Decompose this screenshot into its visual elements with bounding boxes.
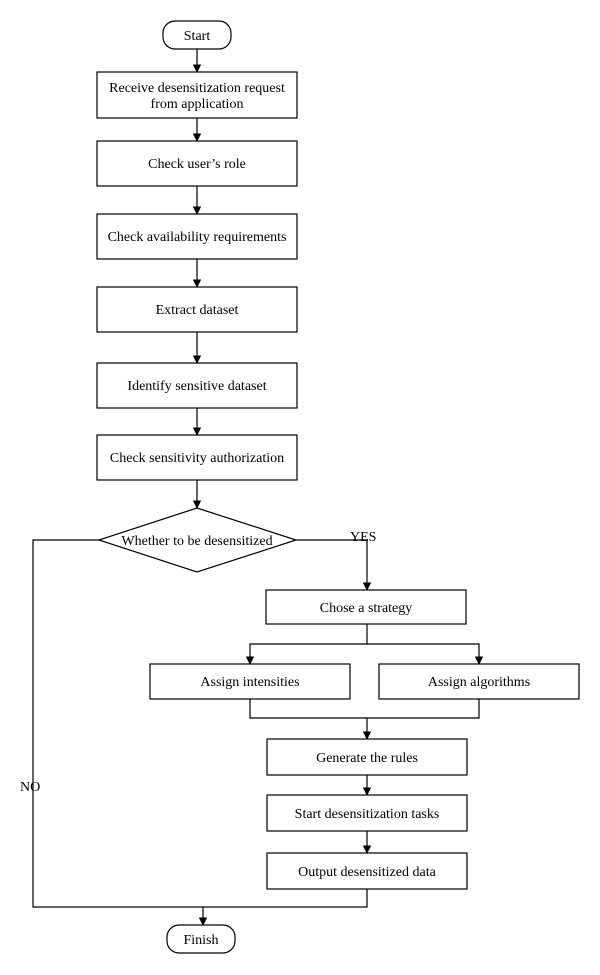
svg-text:Finish: Finish bbox=[183, 933, 218, 948]
svg-text:Generate the rules: Generate the rules bbox=[316, 751, 418, 766]
edge-strategy-split-right bbox=[367, 643, 484, 665]
check-availability-node: Check availability requirements bbox=[96, 213, 298, 260]
finish-node: Finish bbox=[166, 924, 236, 954]
edge-decision-no bbox=[32, 539, 203, 908]
identify-sensitive-node: Identify sensitive dataset bbox=[96, 362, 298, 409]
receive-request-node: Receive desensitization request from app… bbox=[96, 71, 298, 119]
check-role-node: Check user’s role bbox=[96, 140, 298, 187]
svg-text:Assign algorithms: Assign algorithms bbox=[428, 675, 530, 690]
svg-text:Output desensitized data: Output desensitized data bbox=[298, 865, 436, 880]
svg-text:from application: from application bbox=[151, 97, 244, 112]
edge-strategy-split bbox=[245, 624, 368, 665]
edge-output-finish bbox=[198, 889, 368, 926]
extract-dataset-node: Extract dataset bbox=[96, 286, 298, 333]
edge-label-no: NO bbox=[20, 780, 40, 795]
svg-text:Assign intensities: Assign intensities bbox=[200, 675, 299, 690]
choose-strategy-node: Chose a strategy bbox=[265, 589, 467, 625]
svg-text:Start: Start bbox=[184, 29, 211, 44]
generate-rules-node: Generate the rules bbox=[266, 738, 468, 776]
assign-intensities-node: Assign intensities bbox=[149, 663, 351, 700]
check-sensitivity-node: Check sensitivity authorization bbox=[96, 434, 298, 481]
start-tasks-node: Start desensitization tasks bbox=[266, 794, 468, 832]
edge-merge bbox=[249, 699, 480, 719]
svg-text:Identify sensitive dataset: Identify sensitive dataset bbox=[127, 379, 266, 394]
start-node: Start bbox=[162, 20, 232, 50]
svg-text:Check sensitivity authorizatio: Check sensitivity authorization bbox=[110, 451, 284, 466]
svg-text:Check user’s role: Check user’s role bbox=[148, 157, 246, 172]
edges bbox=[32, 49, 484, 926]
edge-decision-yes bbox=[296, 539, 372, 591]
svg-text:Chose a strategy: Chose a strategy bbox=[320, 601, 413, 616]
svg-text:Whether to be desensitized: Whether to be desensitized bbox=[121, 534, 272, 549]
svg-text:Extract dataset: Extract dataset bbox=[156, 303, 239, 318]
output-data-node: Output desensitized data bbox=[266, 852, 468, 890]
svg-text:Start desensitization tasks: Start desensitization tasks bbox=[295, 807, 440, 822]
edge-label-yes: YES bbox=[350, 530, 376, 545]
decision-node: Whether to be desensitized bbox=[97, 507, 298, 573]
assign-algorithms-node: Assign algorithms bbox=[378, 663, 580, 700]
svg-text:Receive desensitization reques: Receive desensitization request bbox=[109, 81, 285, 96]
svg-text:Check availability requirement: Check availability requirements bbox=[108, 230, 287, 245]
